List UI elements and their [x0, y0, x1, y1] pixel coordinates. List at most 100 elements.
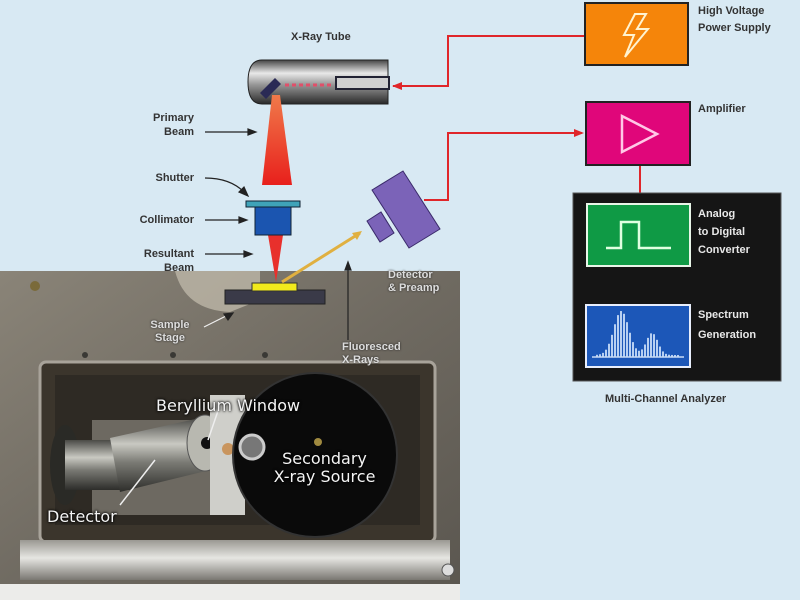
amplifier-label: Amplifier [698, 103, 746, 115]
pointer-arrowhead [247, 128, 258, 136]
spectrum-bar [635, 348, 637, 357]
xray-tube-label: X-Ray Tube [291, 31, 351, 43]
mca-label: Multi-Channel Analyzer [605, 393, 727, 405]
pointer-arrowhead [238, 216, 249, 224]
secondary-source-label: Secondary X-ray Source [262, 450, 387, 486]
spectrum-bar [662, 351, 664, 357]
secondary-source-label-line1: Secondary [282, 449, 367, 468]
fluoresced-xrays-label-line1: Fluoresced [342, 341, 401, 353]
bottom-edge [0, 584, 460, 600]
primary-beam [262, 95, 292, 185]
spectrum-bar [671, 354, 673, 357]
power-supply-label-line2: Power Supply [698, 22, 771, 34]
power-supply-label-line1: High Voltage [698, 5, 765, 17]
screw [441, 563, 455, 577]
adc-label-line1: Analog [698, 208, 736, 220]
secondary-source-disc [232, 372, 398, 538]
screw [314, 438, 322, 446]
spectrum-bar [626, 322, 628, 357]
detector-pointer [119, 459, 156, 506]
xray-tube [247, 59, 389, 105]
adc-label-line2: to Digital [698, 226, 746, 238]
spectrum-bar [659, 346, 661, 357]
spectrum-bar [596, 354, 598, 357]
shutter-pointer [204, 177, 245, 193]
pointer-arrowhead [243, 250, 254, 258]
fluoresced-ray-arrow [352, 231, 362, 240]
screw [262, 352, 268, 358]
fluoresced-ray [281, 231, 361, 284]
spectrum-bar [599, 354, 601, 357]
lightning-icon [622, 13, 651, 58]
amplifier-block [585, 101, 691, 166]
wire-arrow [392, 82, 402, 90]
sample-stage-plate [224, 289, 326, 305]
wire-power-to-tube [393, 35, 585, 87]
spectrum-label-line2: Generation [698, 329, 757, 341]
pointer-arrowhead [344, 260, 352, 271]
spectrum-bar [608, 343, 610, 357]
sample-pellet [222, 443, 234, 455]
sample-stage-label-line2: Stage [155, 332, 185, 344]
power-supply-block [584, 2, 689, 66]
spectrum-bar [647, 337, 649, 357]
screw [170, 352, 176, 358]
screw [82, 352, 88, 358]
spectrum-bar [611, 334, 613, 357]
spectrum-bar [665, 353, 667, 357]
spectrum-label-line1: Spectrum [698, 309, 749, 321]
spectrum-bar [605, 349, 607, 357]
fluoresced-xrays-label-line2: X-Rays [342, 354, 380, 366]
spectrum-bar [656, 339, 658, 357]
collimator [254, 206, 292, 236]
spectrum-bar [668, 354, 670, 357]
spectrum-bar [632, 342, 634, 357]
spectrum-bar [623, 313, 625, 357]
collimator-label: Collimator [139, 214, 194, 226]
primary-beam-label: Primary Beam [120, 111, 194, 139]
detector-photo-label: Detector [47, 507, 117, 526]
spectrum-bar [638, 350, 640, 357]
resultant-beam-label-line2: Beam [164, 262, 194, 274]
spectrum-bar [617, 315, 619, 357]
spectrum-bar [653, 334, 655, 357]
sample [251, 282, 298, 292]
spectrum-bar [602, 352, 604, 357]
sample-stage-label-line1: Sample [150, 319, 190, 331]
beryllium-window-label: Beryllium Window [156, 396, 301, 415]
square-pulse-icon [606, 220, 671, 250]
fluoresced-xrays-label: Fluoresced X-Rays [342, 341, 401, 367]
detector-preamp-label-line2: & Preamp [388, 282, 440, 294]
pointer-arrowhead [222, 312, 235, 322]
screw [30, 281, 40, 291]
adc-label-line3: Converter [698, 244, 750, 256]
front-rail [20, 540, 450, 580]
detector-preamp-body [371, 170, 441, 249]
window-pointer [207, 404, 221, 441]
cathode [335, 76, 390, 90]
detector-preamp-label: Detector & Preamp [388, 269, 439, 295]
sample-stage-label: Sample Stage [145, 319, 195, 345]
resultant-beam-label: Resultant Beam [110, 247, 194, 275]
detector-barrel [110, 418, 210, 492]
spectrum-bar [614, 324, 616, 357]
spectrum-bar [677, 354, 679, 357]
spectrum-label: Spectrum Generation [698, 305, 756, 345]
spectrum-bar [620, 311, 622, 357]
resultant-beam-label-line1: Resultant [143, 248, 194, 260]
detector-preamp-nose [366, 211, 395, 243]
source-aperture [238, 433, 266, 461]
spectrum-bar [674, 354, 676, 357]
spectrum-bar [641, 349, 643, 357]
resultant-beam [268, 235, 283, 282]
power-supply-label: High Voltage Power Supply [698, 3, 771, 37]
sample-stage-pointer [203, 314, 229, 328]
triangle-play-icon [620, 113, 660, 155]
primary-beam-label-line1: Primary [153, 112, 194, 124]
spectrum-peaks-icon [596, 311, 679, 357]
detector-preamp-label-line1: Detector [388, 269, 433, 281]
anode-target [260, 78, 281, 99]
pointer-arrowhead [237, 185, 250, 198]
adc-label: Analog to Digital Converter [698, 205, 750, 259]
wire-detector-to-amp [424, 132, 582, 201]
